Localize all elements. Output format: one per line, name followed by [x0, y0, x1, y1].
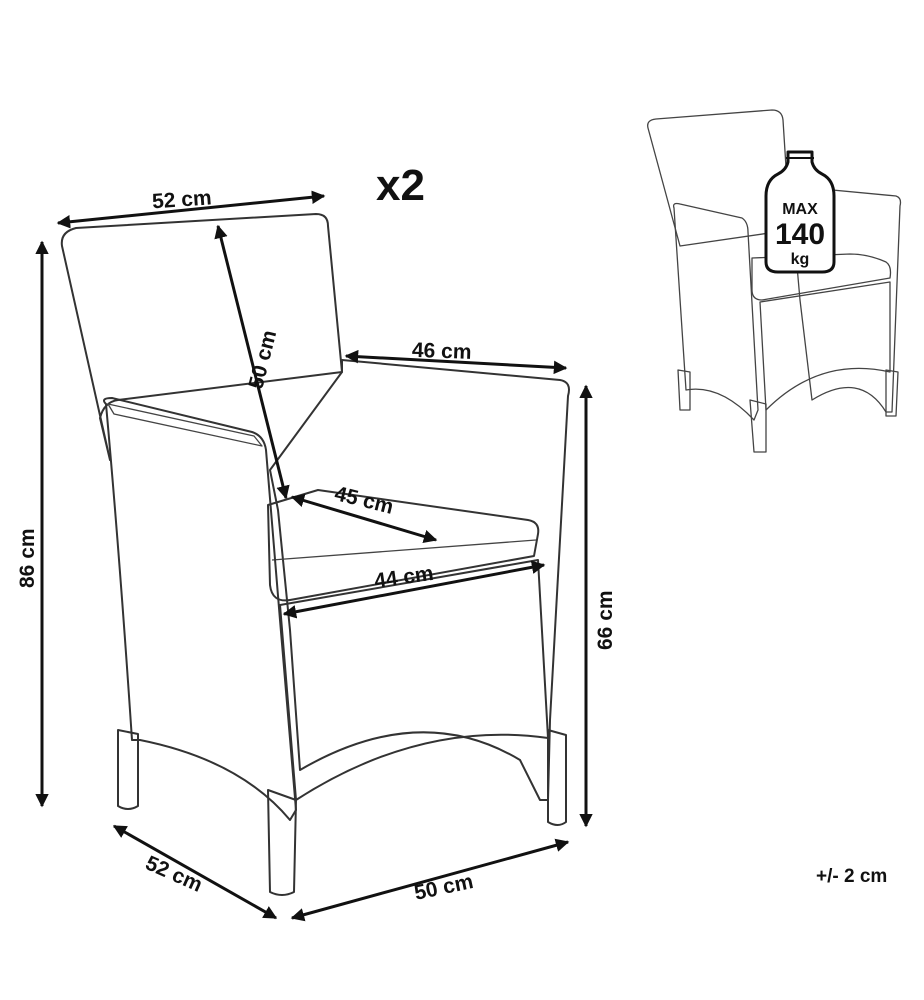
- arrow-arm-depth: [344, 349, 568, 375]
- rear-right-leg: [547, 729, 567, 826]
- arrow-seat-depth: [290, 494, 438, 543]
- weight-bottle-icon: MAX 140 kg: [764, 150, 836, 274]
- label-arm-height: 66 cm: [594, 590, 617, 650]
- label-back-height: 50 cm: [245, 328, 282, 391]
- small-backrest: [647, 109, 791, 247]
- dimension-labels: 52 cm 50 cm 46 cm 45 cm 44 cm 86 cm 66 c…: [16, 186, 617, 905]
- max-label: MAX: [782, 201, 818, 218]
- label-base-width: 50 cm: [412, 870, 475, 905]
- right-arm-panel: [269, 359, 570, 801]
- quantity-label: x2: [376, 161, 425, 210]
- front-apron: [279, 559, 549, 801]
- front-right-leg: [267, 789, 297, 896]
- dimension-arrows: [35, 190, 593, 922]
- arrow-seat-width: [282, 560, 546, 619]
- seat-cushion: [267, 489, 540, 602]
- load-chair-drawing: [647, 109, 902, 453]
- arrow-base-depth: [112, 824, 278, 920]
- label-arm-depth: 46 cm: [412, 339, 472, 364]
- tolerance-label: +/- 2 cm: [816, 866, 887, 887]
- arrow-back-width: [56, 190, 326, 229]
- small-left-arm: [672, 202, 759, 421]
- max-unit: kg: [791, 251, 810, 268]
- backrest: [60, 213, 343, 461]
- arrow-base-width: [290, 838, 570, 922]
- label-back-width: 52 cm: [151, 186, 212, 213]
- label-total-height: 86 cm: [16, 528, 39, 588]
- front-left-leg: [117, 729, 139, 810]
- bottle-shape: [764, 150, 836, 274]
- left-arm-panel: [103, 397, 297, 821]
- max-value: 140: [775, 218, 825, 251]
- main-chair-drawing: [60, 213, 570, 896]
- small-seat-cushion: [751, 253, 892, 301]
- arrow-back-height: [214, 224, 290, 500]
